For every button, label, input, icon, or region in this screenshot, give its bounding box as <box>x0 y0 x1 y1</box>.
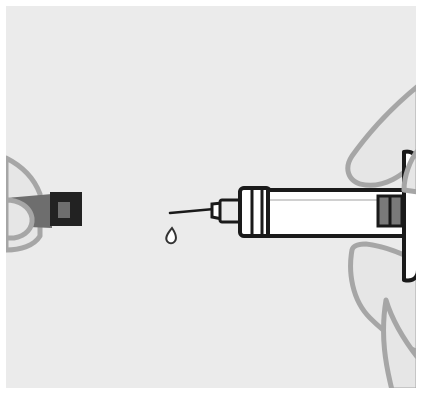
liquid-drop <box>165 226 177 245</box>
right-hand-thumb <box>401 147 421 195</box>
right-hand-upper-finger <box>345 83 421 188</box>
left-hand-thumb <box>3 197 35 241</box>
right-hand <box>345 83 421 393</box>
syringe-needle <box>168 207 216 215</box>
syringe-collar <box>238 186 272 238</box>
syringe-luer <box>218 198 242 224</box>
needle-cap-slot <box>58 202 70 218</box>
